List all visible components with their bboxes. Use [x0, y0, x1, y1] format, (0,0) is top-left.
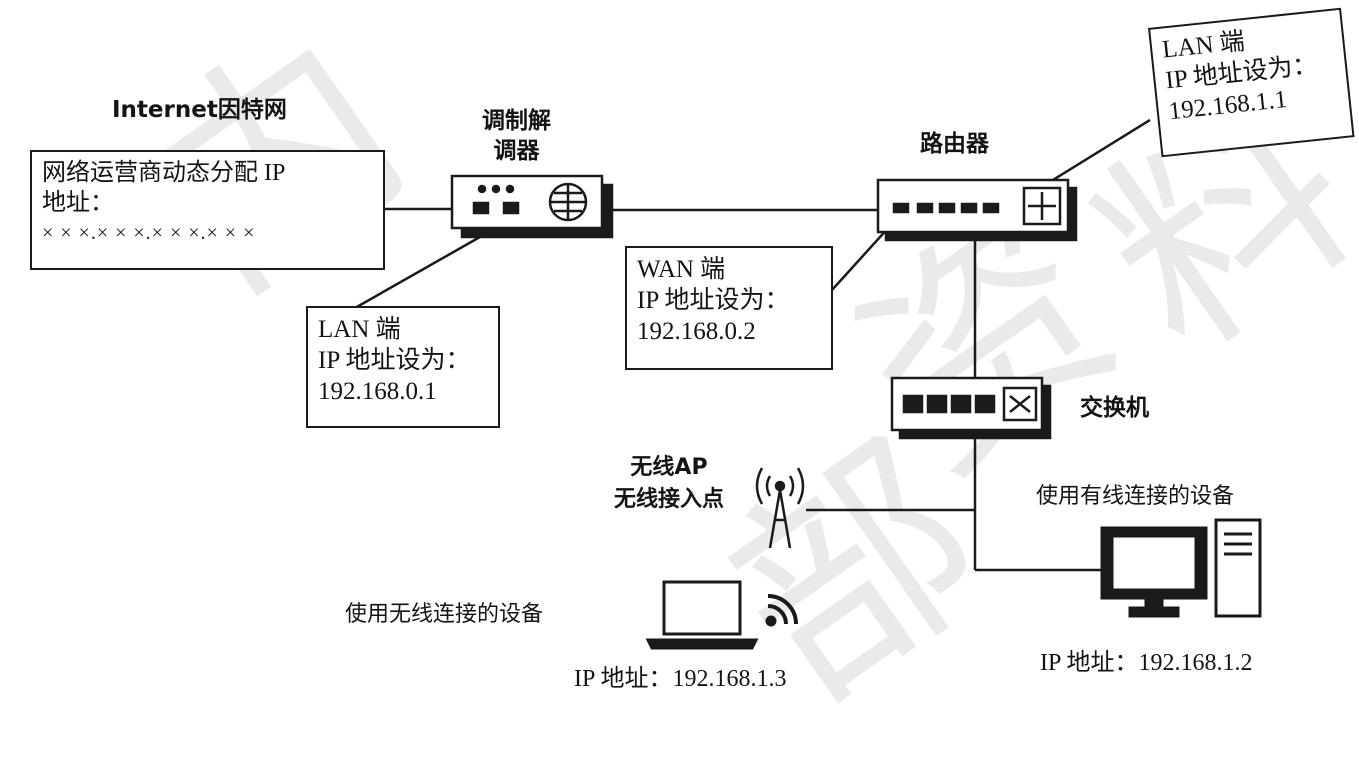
ap-label: 无线AP 无线接入点: [614, 452, 724, 516]
modem-lan-line-1: LAN 端: [318, 316, 401, 343]
network-diagram: [354, 118, 1262, 650]
wireless-device-label: 使用无线连接的设备: [345, 602, 544, 627]
router-wan-line-1: WAN 端: [637, 256, 726, 283]
ap-label-line-2: 无线接入点: [614, 487, 725, 512]
laptop-icon: [645, 580, 798, 650]
modem-lan-line-2: IP 地址设为：: [318, 347, 471, 374]
ap-icon: [755, 467, 805, 549]
wired-device-ip: IP 地址：192.168.1.2: [1040, 650, 1253, 676]
modem-label-line-1: 调制解: [482, 108, 551, 134]
desktop-icon: [1100, 518, 1262, 618]
router-label: 路由器: [920, 131, 989, 157]
modem-label: 调制解 调器: [482, 106, 551, 166]
wired-device-label: 使用有线连接的设备: [1036, 484, 1235, 509]
internet-box-line-3: × × ×.× × ×.× × ×.× × ×: [42, 222, 256, 244]
internet-title: Internet因特网: [112, 97, 287, 123]
wireless-device-ip: IP 地址：192.168.1.3: [574, 666, 787, 692]
router-lan-box: LAN 端 IP 地址设为： 192.168.1.1: [1148, 7, 1355, 158]
internet-box: 网络运营商动态分配 IP 地址： × × ×.× × ×.× × ×.× × ×: [30, 150, 385, 270]
line-modem-lanbox: [354, 227, 495, 310]
router-icon: [876, 178, 1078, 242]
internet-box-line-2: 地址：: [42, 190, 114, 216]
modem-label-line-2: 调器: [493, 138, 540, 164]
internet-box-line-1: 网络运营商动态分配 IP: [42, 160, 286, 186]
router-wan-line-3: 192.168.0.2: [637, 318, 756, 345]
line-router-wanbox: [831, 225, 891, 291]
modem-icon: [450, 174, 614, 239]
router-wan-line-2: IP 地址设为：: [637, 287, 790, 314]
router-wan-box: WAN 端 IP 地址设为： 192.168.0.2: [625, 246, 833, 370]
modem-lan-box: LAN 端 IP 地址设为： 192.168.0.1: [306, 306, 500, 428]
switch-label: 交换机: [1080, 395, 1149, 421]
switch-icon: [890, 376, 1052, 440]
ap-label-line-1: 无线AP: [630, 455, 708, 480]
modem-lan-line-3: 192.168.0.1: [318, 378, 437, 405]
